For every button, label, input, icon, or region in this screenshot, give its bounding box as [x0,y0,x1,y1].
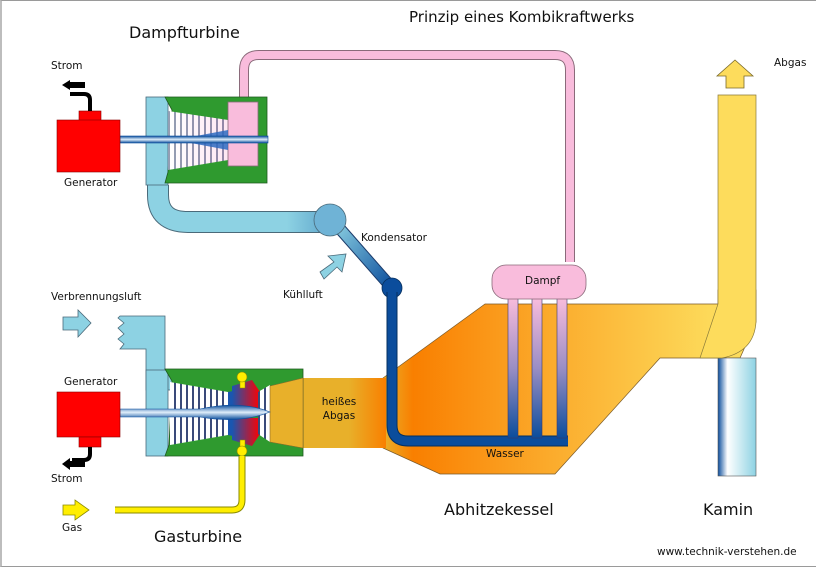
exhaust-arrow-icon [715,59,755,89]
generator-bottom-terminal [78,436,102,448]
steam-drum-label: Dampf [525,275,561,287]
hrsg-title: Abhitzekessel [444,500,554,519]
power-line-bottom [72,447,92,462]
riser-1 [507,297,519,439]
power-arrow-top-icon [62,80,70,90]
steam-turbine-shaft [119,135,269,144]
combustion-chamber-bottom [232,418,260,446]
condenser [313,203,347,237]
power-arrow-bottom-icon [62,458,70,470]
exhaust-steam-pipe [147,185,330,233]
combustion-air-arrow-icon [62,309,92,339]
generator-top [56,119,121,173]
cooling-air-label: Kühlluft [283,289,323,301]
condenser-label: Kondensator [361,232,427,244]
combustion-chamber-top [232,380,260,408]
diagram-title: Prinzip eines Kombikraftwerks [409,8,635,26]
gas-turbine-title: Gasturbine [154,527,243,546]
gas-arrow-icon [62,499,90,521]
hot-exhaust-label-line2: Abgas [322,410,356,422]
gas-line [115,456,246,514]
generator-top-terminal [78,110,102,122]
generator-bottom [56,391,121,438]
turbine-exhaust-cone [269,377,304,449]
power-label-top: Strom [51,60,83,72]
power-label-bottom: Strom [51,473,83,485]
gas-label: Gas [62,522,83,534]
steam-drum [491,264,587,300]
stack-title: Kamin [703,500,754,519]
gas-turbine-shaft [119,404,271,420]
gas-burner-top [236,371,248,383]
stack-lower [717,357,757,477]
combustion-air-label: Verbrennungsluft [51,291,142,303]
riser-2 [531,297,543,439]
hot-exhaust-duct [303,378,386,448]
water-label: Wasser [486,448,524,460]
power-line-top [70,92,92,111]
source-url: www.technik-verstehen.de [657,546,797,558]
generator-label-top: Generator [64,177,118,189]
steam-turbine-title: Dampfturbine [129,23,240,42]
generator-label-bottom: Generator [64,376,118,388]
stack-elbow [699,94,757,359]
riser-3 [556,297,568,439]
exhaust-label: Abgas [774,57,807,69]
steam-turbine-inlet-chamber [227,101,259,167]
condenser-pipe [330,218,396,292]
steam-line [239,50,575,262]
cooling-air-arrow-icon [319,253,347,280]
gas-burner-bottom [236,445,248,457]
hot-exhaust-label-line1: heißes [321,396,357,408]
